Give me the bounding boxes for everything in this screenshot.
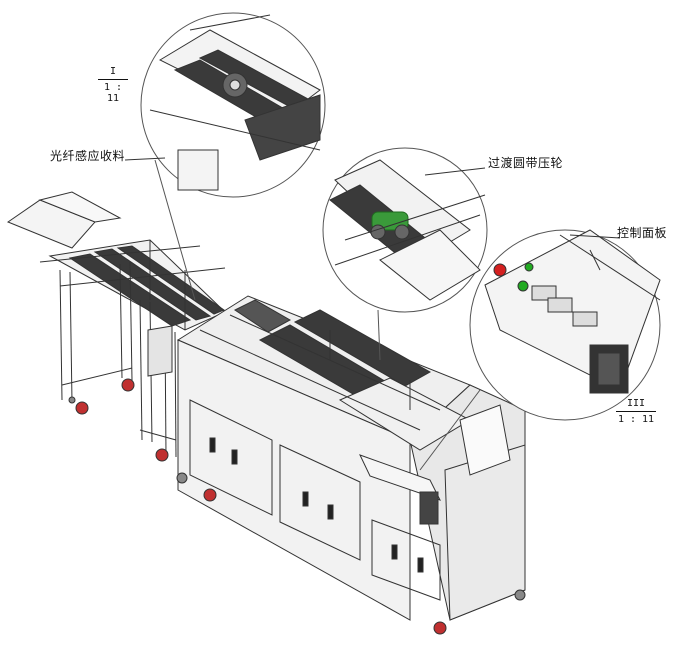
- detail-circle-1: [140, 12, 326, 198]
- detail-3-numeral: III: [626, 398, 646, 409]
- detail-3-ratio: 1 : 11: [617, 414, 655, 425]
- detail-3-scale: III 1 : 11: [616, 398, 656, 425]
- label-fiber-sensing: 光纤感应收料: [50, 149, 126, 163]
- detail-circle-3: [469, 229, 661, 421]
- main-cabinet: [176, 295, 526, 635]
- detail-1-numeral: I: [109, 66, 117, 77]
- label-control-panel: 控制面板: [617, 226, 668, 240]
- detail-circle-2: [322, 147, 488, 313]
- detail-1-scale: I 1 : 11: [98, 66, 128, 104]
- receiving-stand: [6, 191, 226, 462]
- detail-1-ratio: 1 : 11: [103, 82, 123, 104]
- label-transition-belt: 过渡圆带压轮: [488, 156, 564, 170]
